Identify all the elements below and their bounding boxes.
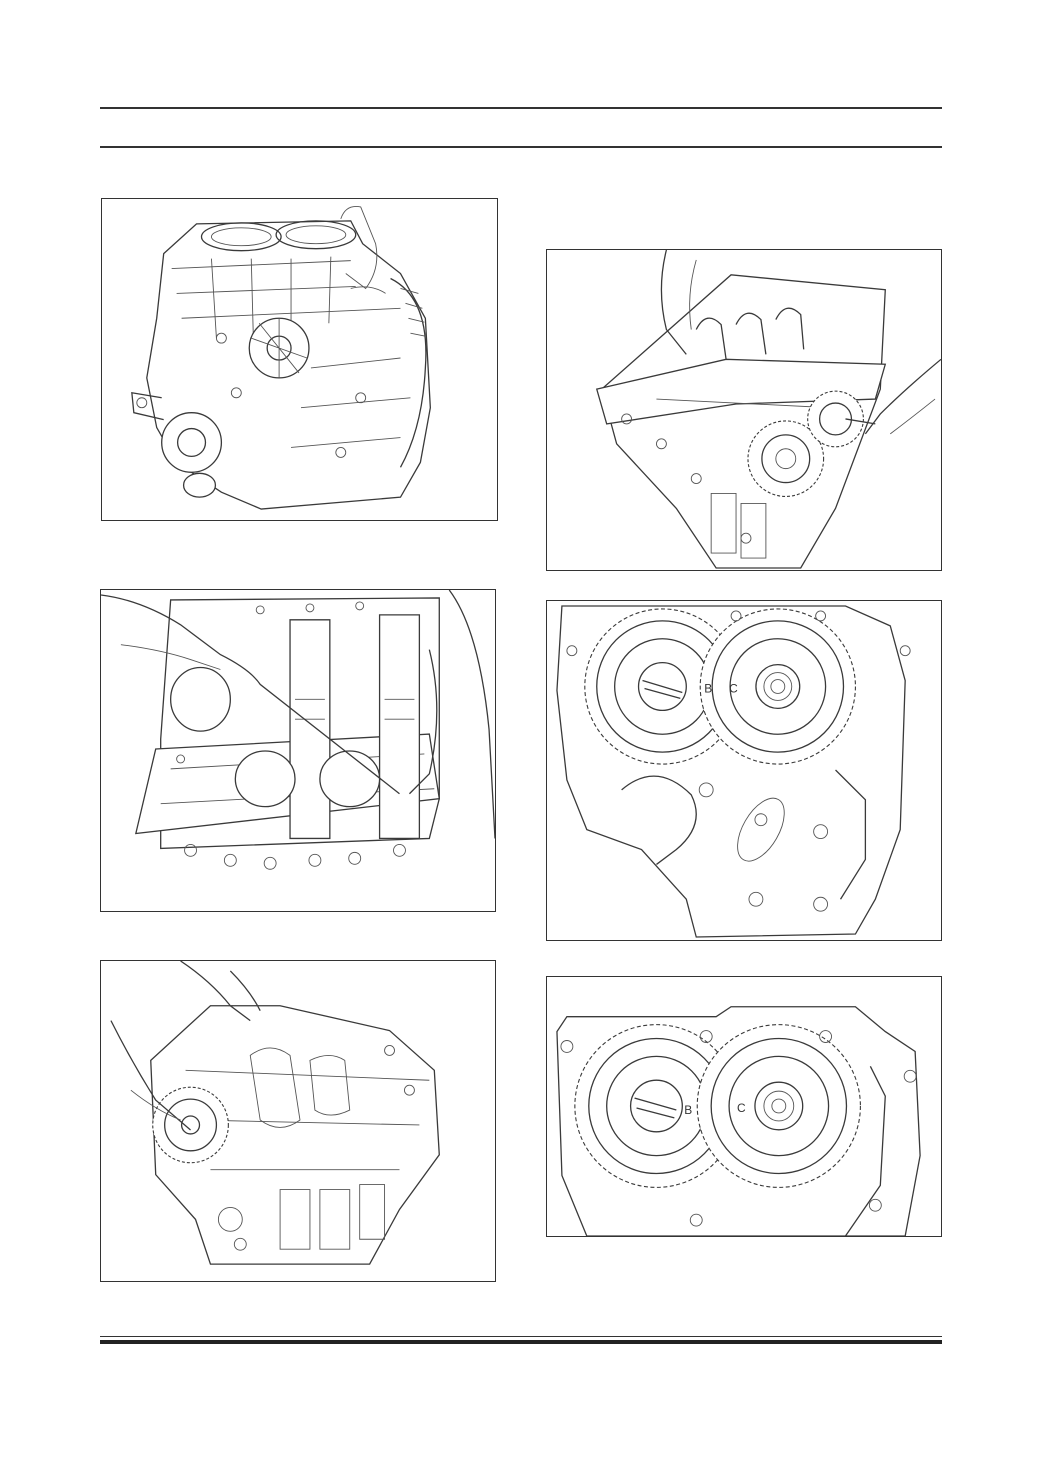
gear-install-illustration [101,961,495,1281]
engine-block-illustration [102,199,497,520]
gear-label-b: B [704,681,712,695]
gear-label-c: C [729,681,738,695]
figure-balance-shaft-gears-aligned: B C [546,976,942,1237]
footer-rule-thin [100,1336,942,1337]
figure-balance-shaft-gears-marked: B C [546,600,942,941]
header-rule-bottom [100,146,942,148]
bearing-check-illustration [101,590,495,911]
figure-crankshaft-gear-install [100,960,496,1282]
figure-crankshaft-removal [546,249,942,571]
figure-engine-block-water-pump [101,198,498,521]
gear-label-b: B [684,1103,692,1117]
header-rule-top [100,107,942,109]
gears-marked-illustration: B C [547,601,941,940]
figure-crankshaft-bearing-check [100,589,496,912]
gears-aligned-illustration: B C [547,977,941,1236]
gear-label-c: C [737,1101,746,1115]
crankshaft-removal-illustration [547,250,941,570]
footer-rule-thick [100,1340,942,1344]
